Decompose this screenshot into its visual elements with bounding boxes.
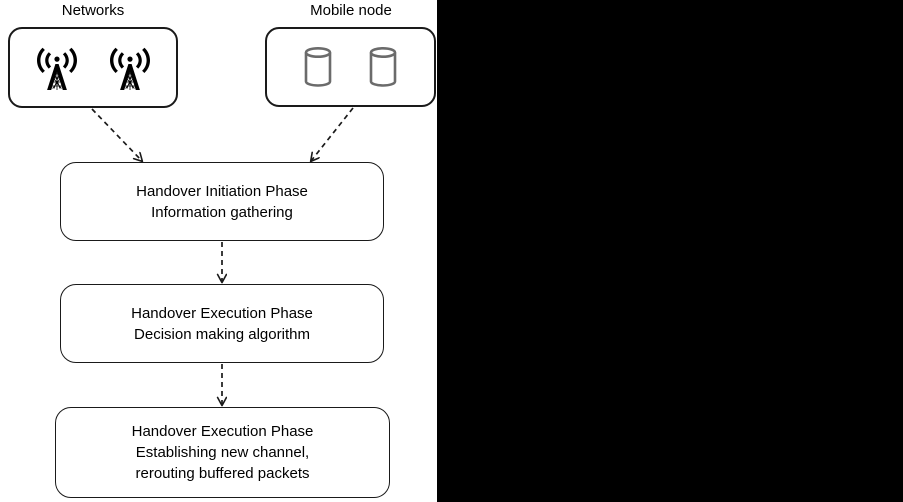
networks-box[interactable] — [8, 27, 178, 108]
phase-label: Handover Execution Phase Establishing ne… — [131, 423, 314, 482]
connector-networks-to-initiation — [91, 108, 142, 161]
cell-tower-icon — [104, 40, 156, 96]
black-panel-region — [437, 0, 903, 502]
phase-box-handover-execution-establish[interactable]: Handover Execution Phase Establishing ne… — [55, 407, 390, 498]
phase-box-handover-initiation[interactable]: Handover Initiation Phase Information ga… — [60, 162, 384, 241]
database-cylinder-icon — [357, 39, 409, 95]
phase-label: Handover Execution Phase Decision making… — [131, 304, 313, 343]
database-cylinder-icon — [292, 39, 344, 95]
cell-tower-icon — [31, 40, 83, 96]
networks-caption: Networks — [61, 2, 125, 19]
connector-mobile-node-to-initiation — [311, 107, 354, 161]
mobile-node-caption: Mobile node — [310, 2, 392, 19]
mobile-node-box[interactable] — [265, 27, 436, 107]
phase-box-handover-execution-decision[interactable]: Handover Execution Phase Decision making… — [60, 284, 384, 363]
phase-label: Handover Initiation Phase Information ga… — [136, 182, 308, 221]
